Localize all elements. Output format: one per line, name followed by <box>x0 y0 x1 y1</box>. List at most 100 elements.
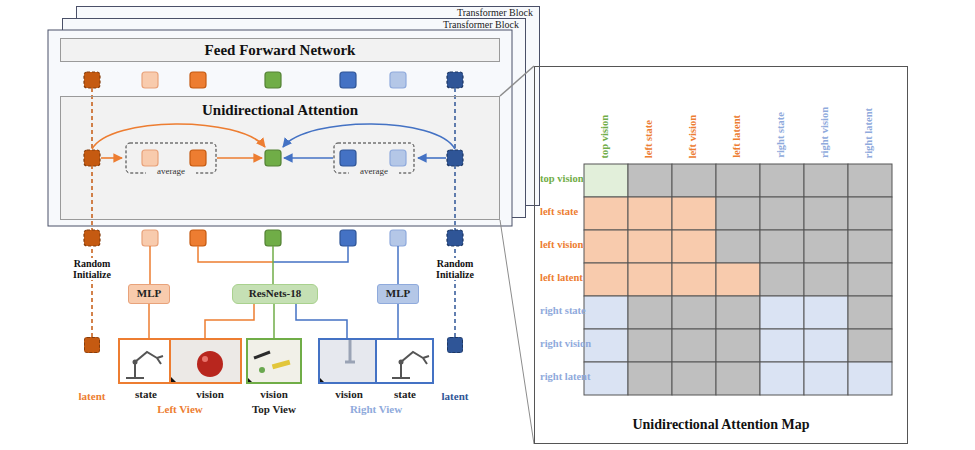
attention-map-cell <box>716 296 760 329</box>
transformer-panel <box>48 30 512 226</box>
view-image <box>202 356 208 362</box>
attention-map-cell <box>628 197 672 230</box>
token <box>190 230 206 246</box>
attention-arrow <box>217 157 262 159</box>
attention-map-cell <box>672 230 716 263</box>
attention-map-cell <box>760 329 804 362</box>
map-axis-label: left state <box>540 206 584 218</box>
connector-line <box>296 304 347 338</box>
node-label: Feed Forward Network <box>61 42 499 59</box>
view-image <box>345 340 355 362</box>
connector-line <box>148 304 150 338</box>
attention-map-cell <box>804 197 848 230</box>
node-label: vision <box>246 388 302 401</box>
node-label: ResNets-18 <box>233 287 317 300</box>
attention-map-cell <box>760 263 804 296</box>
view-image <box>197 351 223 377</box>
map-axis-label: top vision <box>599 115 611 158</box>
attention-fill <box>60 96 500 220</box>
attention-arrow <box>418 157 446 159</box>
connector-line <box>205 304 254 338</box>
attention-map-cell <box>672 296 716 329</box>
latent-dashed-line <box>92 88 455 337</box>
attention-map-cell <box>848 197 892 230</box>
token <box>390 72 406 88</box>
attention-map-cell <box>804 230 848 263</box>
map-axis-label: left latent <box>540 272 584 284</box>
attention-map-cell <box>584 362 628 395</box>
map-axis-label: left vision <box>687 115 699 158</box>
token <box>447 72 463 88</box>
attention-map-cell <box>716 197 760 230</box>
view-image <box>126 352 163 378</box>
init-label: Random Initialize <box>62 258 122 280</box>
attention-map-panel: Unidirectional Attention Map <box>534 66 908 444</box>
view-input: visionTop View <box>246 338 302 422</box>
feature-link <box>272 246 274 284</box>
node-label: Transformer Block <box>443 19 519 31</box>
view-input: visionstateRight View <box>318 338 434 422</box>
attention-map-cell <box>848 329 892 362</box>
token <box>265 230 281 246</box>
connector-line <box>273 304 275 338</box>
attention-map-cell <box>848 263 892 296</box>
zoom-line <box>500 220 534 444</box>
attention-map-cell <box>804 263 848 296</box>
view-image <box>170 338 242 384</box>
token <box>142 150 158 166</box>
map-axis-label: top vision <box>540 173 584 185</box>
attention-map-cell <box>584 164 892 395</box>
attention-fill <box>60 96 500 220</box>
map-axis-label: left state <box>643 120 655 158</box>
latent-token-square <box>447 337 463 353</box>
ffn-box: Feed Forward Network <box>60 38 500 62</box>
attention-map-cell <box>848 164 892 197</box>
token <box>340 230 356 246</box>
feature-link <box>397 246 399 284</box>
node-label: latent <box>433 390 477 403</box>
view-image <box>246 338 302 384</box>
attention-map-cell <box>672 263 716 296</box>
view-image <box>272 360 291 369</box>
node-label: state <box>124 388 168 401</box>
average-label: average <box>349 167 399 177</box>
attention-arrow <box>92 124 265 149</box>
latent-dashed-line <box>454 88 456 337</box>
view-image <box>376 338 434 384</box>
attention-map-cell <box>716 230 760 263</box>
view-image <box>259 367 265 373</box>
attention-map-cell <box>804 362 848 395</box>
attention-map-cell <box>716 164 760 197</box>
zoom-line <box>500 220 534 444</box>
attention-arrow <box>92 124 455 158</box>
attention-map-cell <box>628 164 672 197</box>
latent-dashed-line <box>91 88 93 337</box>
attention-map-cell <box>628 263 672 296</box>
attention-map-cell <box>760 164 804 197</box>
node-label: MLP <box>378 287 418 300</box>
attention-map-cell <box>628 362 672 395</box>
node-label: vision <box>322 388 376 401</box>
node-label: Unidirectional Attention Map <box>535 417 907 433</box>
connector-line <box>397 304 399 338</box>
map-axis-label: right state <box>775 112 787 158</box>
attention-map-cell <box>628 296 672 329</box>
attention-map-cell <box>804 296 848 329</box>
view-image <box>254 352 270 358</box>
feature-link <box>149 246 151 284</box>
attention-map-cell <box>716 263 760 296</box>
node-label: state <box>378 388 432 401</box>
view-image <box>169 338 171 384</box>
attention-box: Unidirectional Attention <box>60 96 500 220</box>
attention-map-cell <box>672 164 716 197</box>
attention-map-cell <box>848 296 892 329</box>
average-label: average <box>146 167 196 177</box>
latent-token-square <box>84 337 100 353</box>
attention-map-cell <box>672 362 716 395</box>
token <box>265 72 281 88</box>
view-image <box>133 360 138 365</box>
attention-map-cell <box>672 329 716 362</box>
node-label: Left View <box>118 403 242 416</box>
